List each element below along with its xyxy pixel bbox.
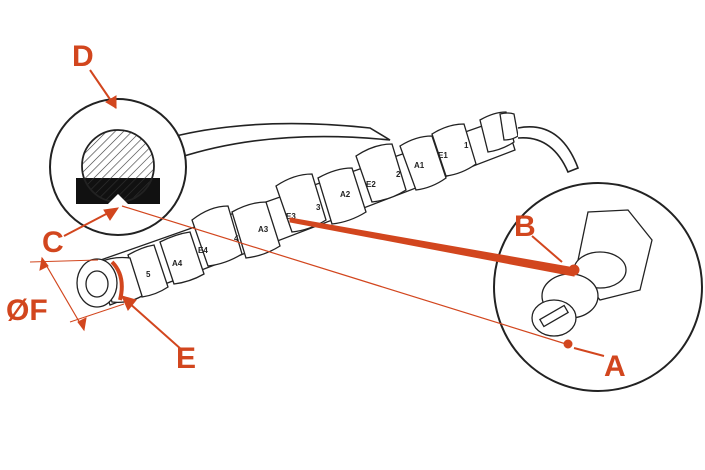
front-seal-ring [110, 260, 124, 301]
cam-lobe [431, 123, 477, 177]
point-b [568, 264, 580, 276]
dimension-f-ext-bottom [69, 303, 125, 323]
callout-b: B [514, 210, 536, 243]
section-shaft-crosssection [81, 129, 155, 203]
callout-f: ØF [6, 294, 48, 327]
dimension-f-arrow-top [39, 256, 49, 271]
cam-lobe [399, 135, 447, 191]
segment-label: 1 [464, 141, 469, 150]
magnified-detail [493, 126, 703, 392]
segment-label: E3 [286, 212, 296, 221]
callout-d: D [72, 40, 94, 73]
leader-e [127, 301, 183, 351]
callout-c: C [42, 226, 64, 259]
leader-line-c-to-a [121, 205, 567, 345]
cam-lobe [275, 173, 327, 233]
segment-labels: 5 A4 E4 4 A3 E3 3 A2 E2 2 A1 E1 1 [146, 141, 469, 279]
segment-label: A3 [258, 225, 269, 234]
segment-label: A2 [340, 190, 351, 199]
segment-label: A1 [414, 161, 425, 170]
leader-d-head [105, 95, 117, 109]
camshaft-front-bore [85, 270, 109, 298]
leader-c [63, 211, 111, 237]
leader-lines [29, 69, 605, 357]
leader-c-head [103, 207, 120, 221]
callout-a: A [604, 350, 626, 383]
section-detail [49, 98, 391, 236]
segment-label: 5 [146, 270, 151, 279]
leader-b [531, 235, 563, 263]
segment-label: E2 [366, 180, 376, 189]
section-notch [108, 194, 128, 204]
magnified-slot [538, 304, 570, 328]
dimension-f-line [41, 257, 85, 331]
segment-label: 4 [234, 234, 239, 243]
segment-label: E1 [438, 151, 448, 160]
leader-wedge-b [289, 217, 576, 277]
cam-lobe [159, 231, 205, 285]
point-a [563, 339, 573, 349]
leader-e-head [121, 295, 137, 311]
segment-label: A4 [172, 259, 183, 268]
segment-label: 3 [316, 203, 321, 212]
segment-label: E4 [198, 246, 208, 255]
callout-e: E [176, 342, 196, 375]
cam-lobe [317, 167, 367, 225]
section-detail-connector [159, 122, 391, 159]
leader-a [573, 347, 605, 357]
magnified-detail-connector [517, 126, 580, 174]
dimension-f-arrow-bottom [77, 317, 87, 332]
cam-lobe [355, 143, 407, 203]
segment-label: 2 [396, 170, 401, 179]
